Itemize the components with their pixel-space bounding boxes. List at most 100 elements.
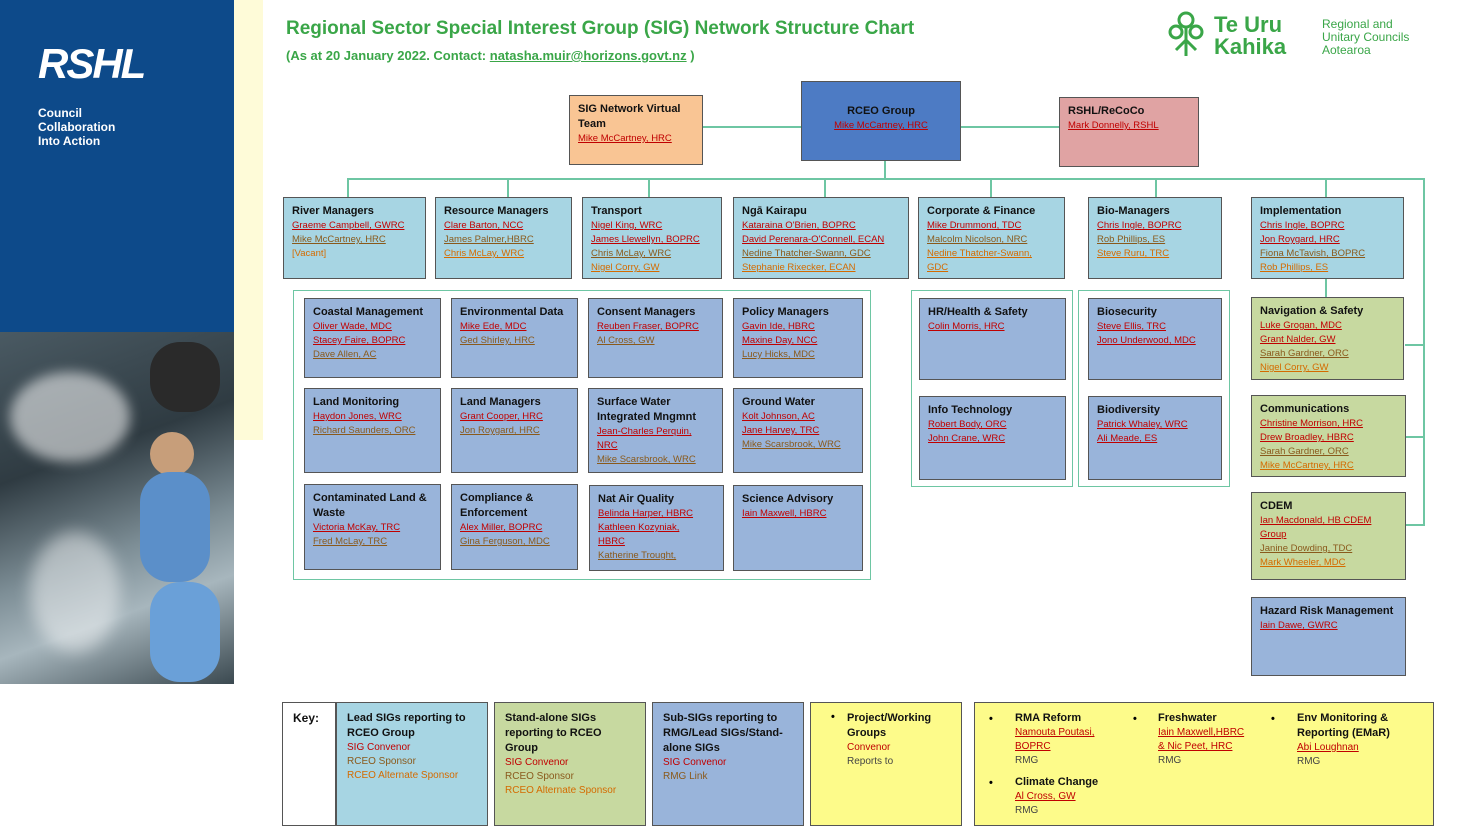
member-link[interactable]: Clare Barton, NCC [444,220,524,231]
member-link[interactable]: Stacey Faire, BOPRC [313,335,406,346]
sub-sig-surface-water[interactable]: Surface Water Integrated Mngmnt Jean-Cha… [588,388,723,473]
member-link[interactable]: Mike Scarsbrook, WRC [742,439,841,450]
member-link[interactable]: Graeme Campbell, GWRC [292,220,405,231]
member-link[interactable]: Victoria McKay, TRC [313,522,401,533]
member-link[interactable]: Luke Grogan, MDC [1260,320,1342,331]
member-link[interactable]: Kathleen Kozyniak, [598,522,680,533]
sub-sig-ground-water[interactable]: Ground Water Kolt Johnson, AC Jane Harve… [733,388,863,473]
member-link[interactable]: Maxine Day, NCC [742,335,818,346]
member-link[interactable]: Chris Ingle, BOPRC [1260,220,1345,231]
member-link[interactable]: Al Cross, GW [1015,791,1076,802]
member-link[interactable]: Colin Morris, HRC [928,321,1005,332]
member-link[interactable]: Namouta Poutasi, [1015,727,1095,738]
lead-sig-nga-kairapu[interactable]: Ngā Kairapu Kataraina O'Brien, BOPRC Dav… [733,197,909,279]
rshl-reococo-box[interactable]: RSHL/ReCoCo Mark Donnelly, RSHL [1059,97,1199,167]
contact-email-link[interactable]: natasha.muir@horizons.govt.nz [489,48,687,63]
member-link[interactable]: Lucy Hicks, MDC [742,349,815,360]
member-link[interactable]: Drew Broadley, HBRC [1260,432,1354,443]
member-link[interactable]: Steve Ruru, TRC [1097,248,1170,259]
sub-sig-biosecurity[interactable]: Biosecurity Steve Ellis, TRC Jono Underw… [1088,298,1222,380]
member-link[interactable]: Jane Harvey, TRC [742,425,820,436]
lead-sig-transport[interactable]: Transport Nigel King, WRC James Llewelly… [582,197,722,279]
member-link[interactable]: Fred McLay, TRC [313,536,388,547]
member-link[interactable]: Katherine Trought, [598,550,677,561]
member-link[interactable]: James Llewellyn, BOPRC [591,234,700,245]
member-link[interactable]: Ged Shirley, HRC [460,335,535,346]
member-link[interactable]: Dave Allen, AC [313,349,377,360]
member-link[interactable]: BOPRC [1015,741,1051,752]
member-link[interactable]: Mike Scarsbrook, WRC [597,454,696,465]
member-link[interactable]: Haydon Jones, WRC [313,411,402,422]
standalone-sig-communications[interactable]: Communications Christine Morrison, HRC D… [1251,395,1406,477]
member-link[interactable]: David Perenara-O'Connell, ECAN [742,234,885,245]
sub-sig-land-monitoring[interactable]: Land Monitoring Haydon Jones, WRC Richar… [304,388,441,473]
member-link[interactable]: Group [1260,529,1287,540]
member-link[interactable]: Sarah Gardner, ORC [1260,348,1349,359]
sub-sig-info-technology[interactable]: Info Technology Robert Body, ORC John Cr… [919,396,1066,480]
sub-sig-biodiversity[interactable]: Biodiversity Patrick Whaley, WRC Ali Mea… [1088,396,1222,480]
member-link[interactable]: HBRC [598,536,625,547]
member-link[interactable]: Mike McCartney, HRC [834,120,928,131]
member-link[interactable]: Sarah Gardner, ORC [1260,446,1349,457]
member-link[interactable]: Stephanie Rixecker, ECAN [742,262,856,273]
member-link[interactable]: Rob Phillips, ES [1097,234,1166,245]
member-link[interactable]: Ali Meade, ES [1097,433,1158,444]
sub-sig-contaminated-land[interactable]: Contaminated Land & Waste Victoria McKay… [304,484,441,570]
sub-sig-nat-air-quality[interactable]: Nat Air Quality Belinda Harper, HBRC Kat… [589,485,724,571]
member-link[interactable]: NRC [597,440,618,451]
member-link[interactable]: Reuben Fraser, BOPRC [597,321,699,332]
member-link[interactable]: Nigel King, WRC [591,220,663,231]
member-link[interactable]: Jon Roygard, HRC [1260,234,1340,245]
member-link[interactable]: GDC [927,262,949,273]
member-link[interactable]: Oliver Wade, MDC [313,321,392,332]
member-link[interactable]: Jean-Charles Perquin, [597,426,692,437]
sub-sig-land-managers[interactable]: Land Managers Grant Cooper, HRC Jon Royg… [451,388,578,473]
member-link[interactable]: Kolt Johnson, AC [742,411,815,422]
sub-sig-environmental-data[interactable]: Environmental Data Mike Ede, MDC Ged Shi… [451,298,578,378]
member-link[interactable]: Abi Loughnan [1297,742,1359,753]
sig-virtual-team-box[interactable]: SIG Network Virtual Team Mike McCartney,… [569,95,703,165]
lead-sig-implementation[interactable]: Implementation Chris Ingle, BOPRC Jon Ro… [1251,197,1404,279]
member-link[interactable]: Gina Ferguson, MDC [460,536,550,547]
member-link[interactable]: Nedine Thatcher-Swann, GDC [742,248,871,259]
member-link[interactable]: Gavin Ide, HBRC [742,321,815,332]
member-link[interactable]: Fiona McTavish, BOPRC [1260,248,1366,259]
member-link[interactable]: Christine Morrison, HRC [1260,418,1363,429]
member-link[interactable]: Iain Maxwell, HBRC [742,508,827,519]
member-link[interactable]: Robert Body, ORC [928,419,1007,430]
lead-sig-bio-managers[interactable]: Bio-Managers Chris Ingle, BOPRC Rob Phil… [1088,197,1222,279]
member-link[interactable]: Kataraina O'Brien, BOPRC [742,220,856,231]
member-link[interactable]: James Palmer,HBRC [444,234,534,245]
member-link[interactable]: Richard Saunders, ORC [313,425,416,436]
member-link[interactable]: Iain Maxwell,HBRC [1158,727,1245,738]
sub-sig-consent-managers[interactable]: Consent Managers Reuben Fraser, BOPRC Al… [588,298,723,378]
member-link[interactable]: Chris Ingle, BOPRC [1097,220,1182,231]
member-link[interactable]: Mike McCartney, HRC [1260,460,1354,471]
sub-sig-science-advisory[interactable]: Science Advisory Iain Maxwell, HBRC [733,485,863,571]
member-link[interactable]: Alex Miller, BOPRC [460,522,543,533]
sub-sig-hazard-risk[interactable]: Hazard Risk Management Iain Dawe, GWRC [1251,597,1406,676]
member-link[interactable]: Janine Dowding, TDC [1260,543,1353,554]
member-link[interactable]: Belinda Harper, HBRC [598,508,694,519]
lead-sig-corporate-finance[interactable]: Corporate & Finance Mike Drummond, TDC M… [918,197,1065,279]
member-link[interactable]: Steve Ellis, TRC [1097,321,1166,332]
rceo-group-box[interactable]: RCEO Group Mike McCartney, HRC [801,81,961,161]
member-link[interactable]: Jon Roygard, HRC [460,425,540,436]
sub-sig-compliance[interactable]: Compliance & Enforcement Alex Miller, BO… [451,484,578,570]
member-link[interactable]: Nigel Corry, GW [1260,362,1329,373]
member-link[interactable]: Iain Dawe, GWRC [1260,620,1338,631]
standalone-sig-navigation-safety[interactable]: Navigation & Safety Luke Grogan, MDC Gra… [1251,297,1404,380]
member-link[interactable]: Malcolm Nicolson, NRC [927,234,1028,245]
member-link[interactable]: & Nic Peet, HRC [1158,741,1233,752]
standalone-sig-cdem[interactable]: CDEM Ian Macdonald, HB CDEM Group Janine… [1251,492,1406,580]
member-link[interactable]: Patrick Whaley, WRC [1097,419,1188,430]
member-link[interactable]: Ian Macdonald, HB CDEM [1260,515,1372,526]
sub-sig-policy-managers[interactable]: Policy Managers Gavin Ide, HBRC Maxine D… [733,298,863,378]
member-link[interactable]: Mike McCartney, HRC [578,133,672,144]
member-link[interactable]: Nigel Corry, GW [591,262,660,273]
member-link[interactable]: Grant Cooper, HRC [460,411,543,422]
member-link[interactable]: Jono Underwood, MDC [1097,335,1196,346]
sub-sig-coastal-management[interactable]: Coastal Management Oliver Wade, MDC Stac… [304,298,441,378]
member-link[interactable]: Mike Ede, MDC [460,321,527,332]
member-link[interactable]: Mike McCartney, HRC [292,234,386,245]
